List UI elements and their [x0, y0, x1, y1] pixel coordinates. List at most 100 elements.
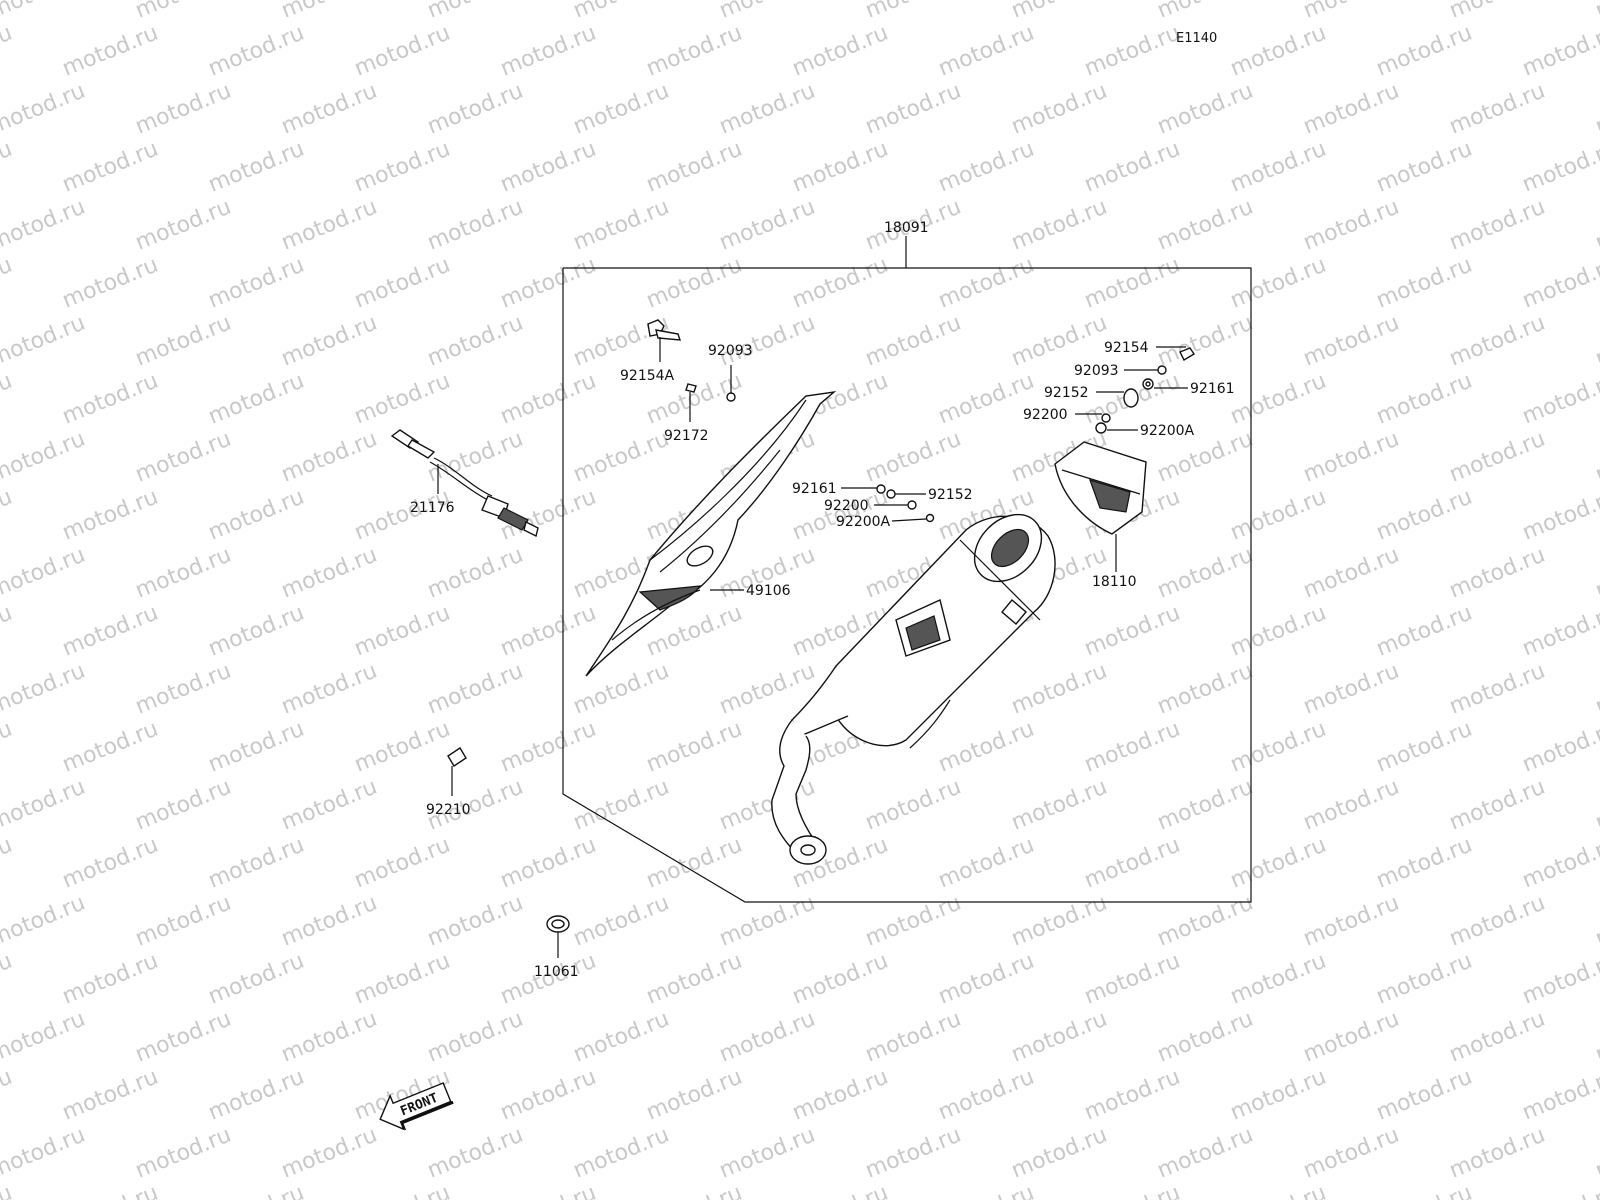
watermark-text: motod.ru — [570, 0, 673, 24]
watermark-text: motod.ru — [935, 833, 1038, 894]
watermark-text: motod.ru — [862, 891, 965, 952]
label-21176: 21176 — [410, 500, 455, 516]
watermark-text: motod.ru — [1227, 833, 1330, 894]
watermark-text: motod.ru — [1081, 1181, 1184, 1200]
watermark-text: motod.ru — [1300, 1007, 1403, 1068]
watermark-text: motod.ru — [205, 833, 308, 894]
watermark-text: motod.ru — [1081, 601, 1184, 662]
watermark-text: motod.ru — [1519, 21, 1600, 82]
watermark-text: motod.ru — [935, 949, 1038, 1010]
watermark-text: motod.ru — [351, 253, 454, 314]
small-parts-right: 92154 92093 92152 92161 92200 92200A — [1023, 340, 1235, 439]
watermark-text: motod.ru — [1008, 0, 1111, 24]
watermark-text: motod.ru — [1446, 891, 1549, 952]
watermark-text: motod.ru — [1592, 1123, 1600, 1184]
label-92161-mid: 92161 — [792, 481, 837, 497]
watermark-text: motod.ru — [0, 659, 89, 720]
watermark-text: motod.ru — [1300, 1123, 1403, 1184]
watermark-text: motod.ru — [570, 775, 673, 836]
watermark-text: motod.ru — [0, 891, 89, 952]
watermark-text: motod.ru — [1227, 1181, 1330, 1200]
watermark-text: motod.ru — [497, 833, 600, 894]
watermark-text: motod.ru — [1519, 949, 1600, 1010]
watermark-text: motod.ru — [278, 79, 381, 140]
watermark-text: motod.ru — [0, 137, 16, 198]
watermark-text: motod.ru — [789, 1181, 892, 1200]
watermark-text: motod.ru — [497, 137, 600, 198]
watermark-text: motod.ru — [570, 427, 673, 488]
bolt-92154A: 92154A — [620, 319, 682, 384]
watermark-text: motod.ru — [278, 195, 381, 256]
watermark-text: motod.ru — [1373, 717, 1476, 778]
assembly-outline: 18091 — [562, 220, 1252, 903]
watermark-text: motod.ru — [789, 1065, 892, 1126]
watermark-text: motod.ru — [1154, 1123, 1257, 1184]
watermark-text: motod.ru — [789, 949, 892, 1010]
watermark-text: motod.ru — [1519, 1181, 1600, 1200]
diagram-code: E1140 — [1176, 31, 1217, 46]
watermark-text: motod.ru — [1300, 659, 1403, 720]
watermark-text: motod.ru — [1008, 659, 1111, 720]
watermark-text: motod.ru — [1081, 253, 1184, 314]
watermark-text: motod.ru — [570, 659, 673, 720]
watermark-text: motod.ru — [1519, 485, 1600, 546]
watermark-text: motod.ru — [1300, 0, 1403, 24]
watermark-text: motod.ru — [132, 79, 235, 140]
watermark-text: motod.ru — [935, 253, 1038, 314]
label-92154A: 92154A — [620, 368, 675, 384]
watermark-text: motod.ru — [789, 137, 892, 198]
watermark-text: motod.ru — [1446, 1123, 1549, 1184]
watermark-text: motod.ru — [205, 137, 308, 198]
watermark-text: motod.ru — [0, 369, 16, 430]
watermark-text: motod.ru — [862, 775, 965, 836]
watermark-text: motod.ru — [59, 1181, 162, 1200]
watermark-text: motod.ru — [0, 833, 16, 894]
watermark-text: motod.ru — [862, 79, 965, 140]
watermark-text: motod.ru — [1373, 485, 1476, 546]
watermark-text: motod.ru — [1300, 427, 1403, 488]
watermark-text: motod.ru — [1373, 137, 1476, 198]
label-49106: 49106 — [746, 583, 791, 599]
watermark-text: motod.ru — [1373, 1065, 1476, 1126]
watermark-text: motod.ru — [1154, 195, 1257, 256]
watermark-text: motod.ru — [278, 775, 381, 836]
watermark-text: motod.ru — [1592, 427, 1600, 488]
watermark-text: motod.ru — [59, 137, 162, 198]
watermark-text: motod.ru — [0, 0, 89, 24]
watermark-text: motod.ru — [59, 949, 162, 1010]
watermark-text: motod.ru — [1373, 369, 1476, 430]
watermark-text: motod.ru — [0, 1123, 89, 1184]
label-18110: 18110 — [1092, 574, 1137, 590]
watermark-text: motod.ru — [1008, 891, 1111, 952]
assembly-label: 18091 — [884, 220, 929, 236]
watermark-text: motod.ru — [0, 717, 16, 778]
watermark-text: motod.ru — [424, 891, 527, 952]
label-92172: 92172 — [664, 428, 709, 444]
screw-92172: 92172 — [664, 383, 709, 444]
front-arrow: FRONT — [379, 1082, 454, 1131]
end-cap-18110: 18110 — [1054, 441, 1147, 590]
watermark-text: motod.ru — [0, 253, 16, 314]
watermark-text: motod.ru — [643, 21, 746, 82]
watermark-text: motod.ru — [424, 427, 527, 488]
watermark-text: motod.ru — [643, 137, 746, 198]
watermark-text: motod.ru — [862, 0, 965, 24]
watermark-text: motod.ru — [0, 543, 89, 604]
watermark-text: motod.ru — [424, 1123, 527, 1184]
watermark-text: motod.ru — [132, 775, 235, 836]
watermark-text: motod.ru — [424, 543, 527, 604]
watermark-text: motod.ru — [205, 369, 308, 430]
watermark-text: motod.ru — [570, 1007, 673, 1068]
watermark-text: motod.ru — [351, 369, 454, 430]
label-92200A-right: 92200A — [1140, 423, 1195, 439]
watermark-text: motod.ru — [424, 311, 527, 372]
watermark-text: motod.ru — [1227, 1065, 1330, 1126]
watermark-text: motod.ru — [0, 311, 89, 372]
watermark-text: motod.ru — [351, 601, 454, 662]
watermark-text: motod.ru — [132, 195, 235, 256]
watermark-text: motod.ru — [1519, 253, 1600, 314]
label-92152-right: 92152 — [1044, 385, 1089, 401]
watermark-text: motod.ru — [1154, 543, 1257, 604]
watermark-text: motod.ru — [1227, 717, 1330, 778]
